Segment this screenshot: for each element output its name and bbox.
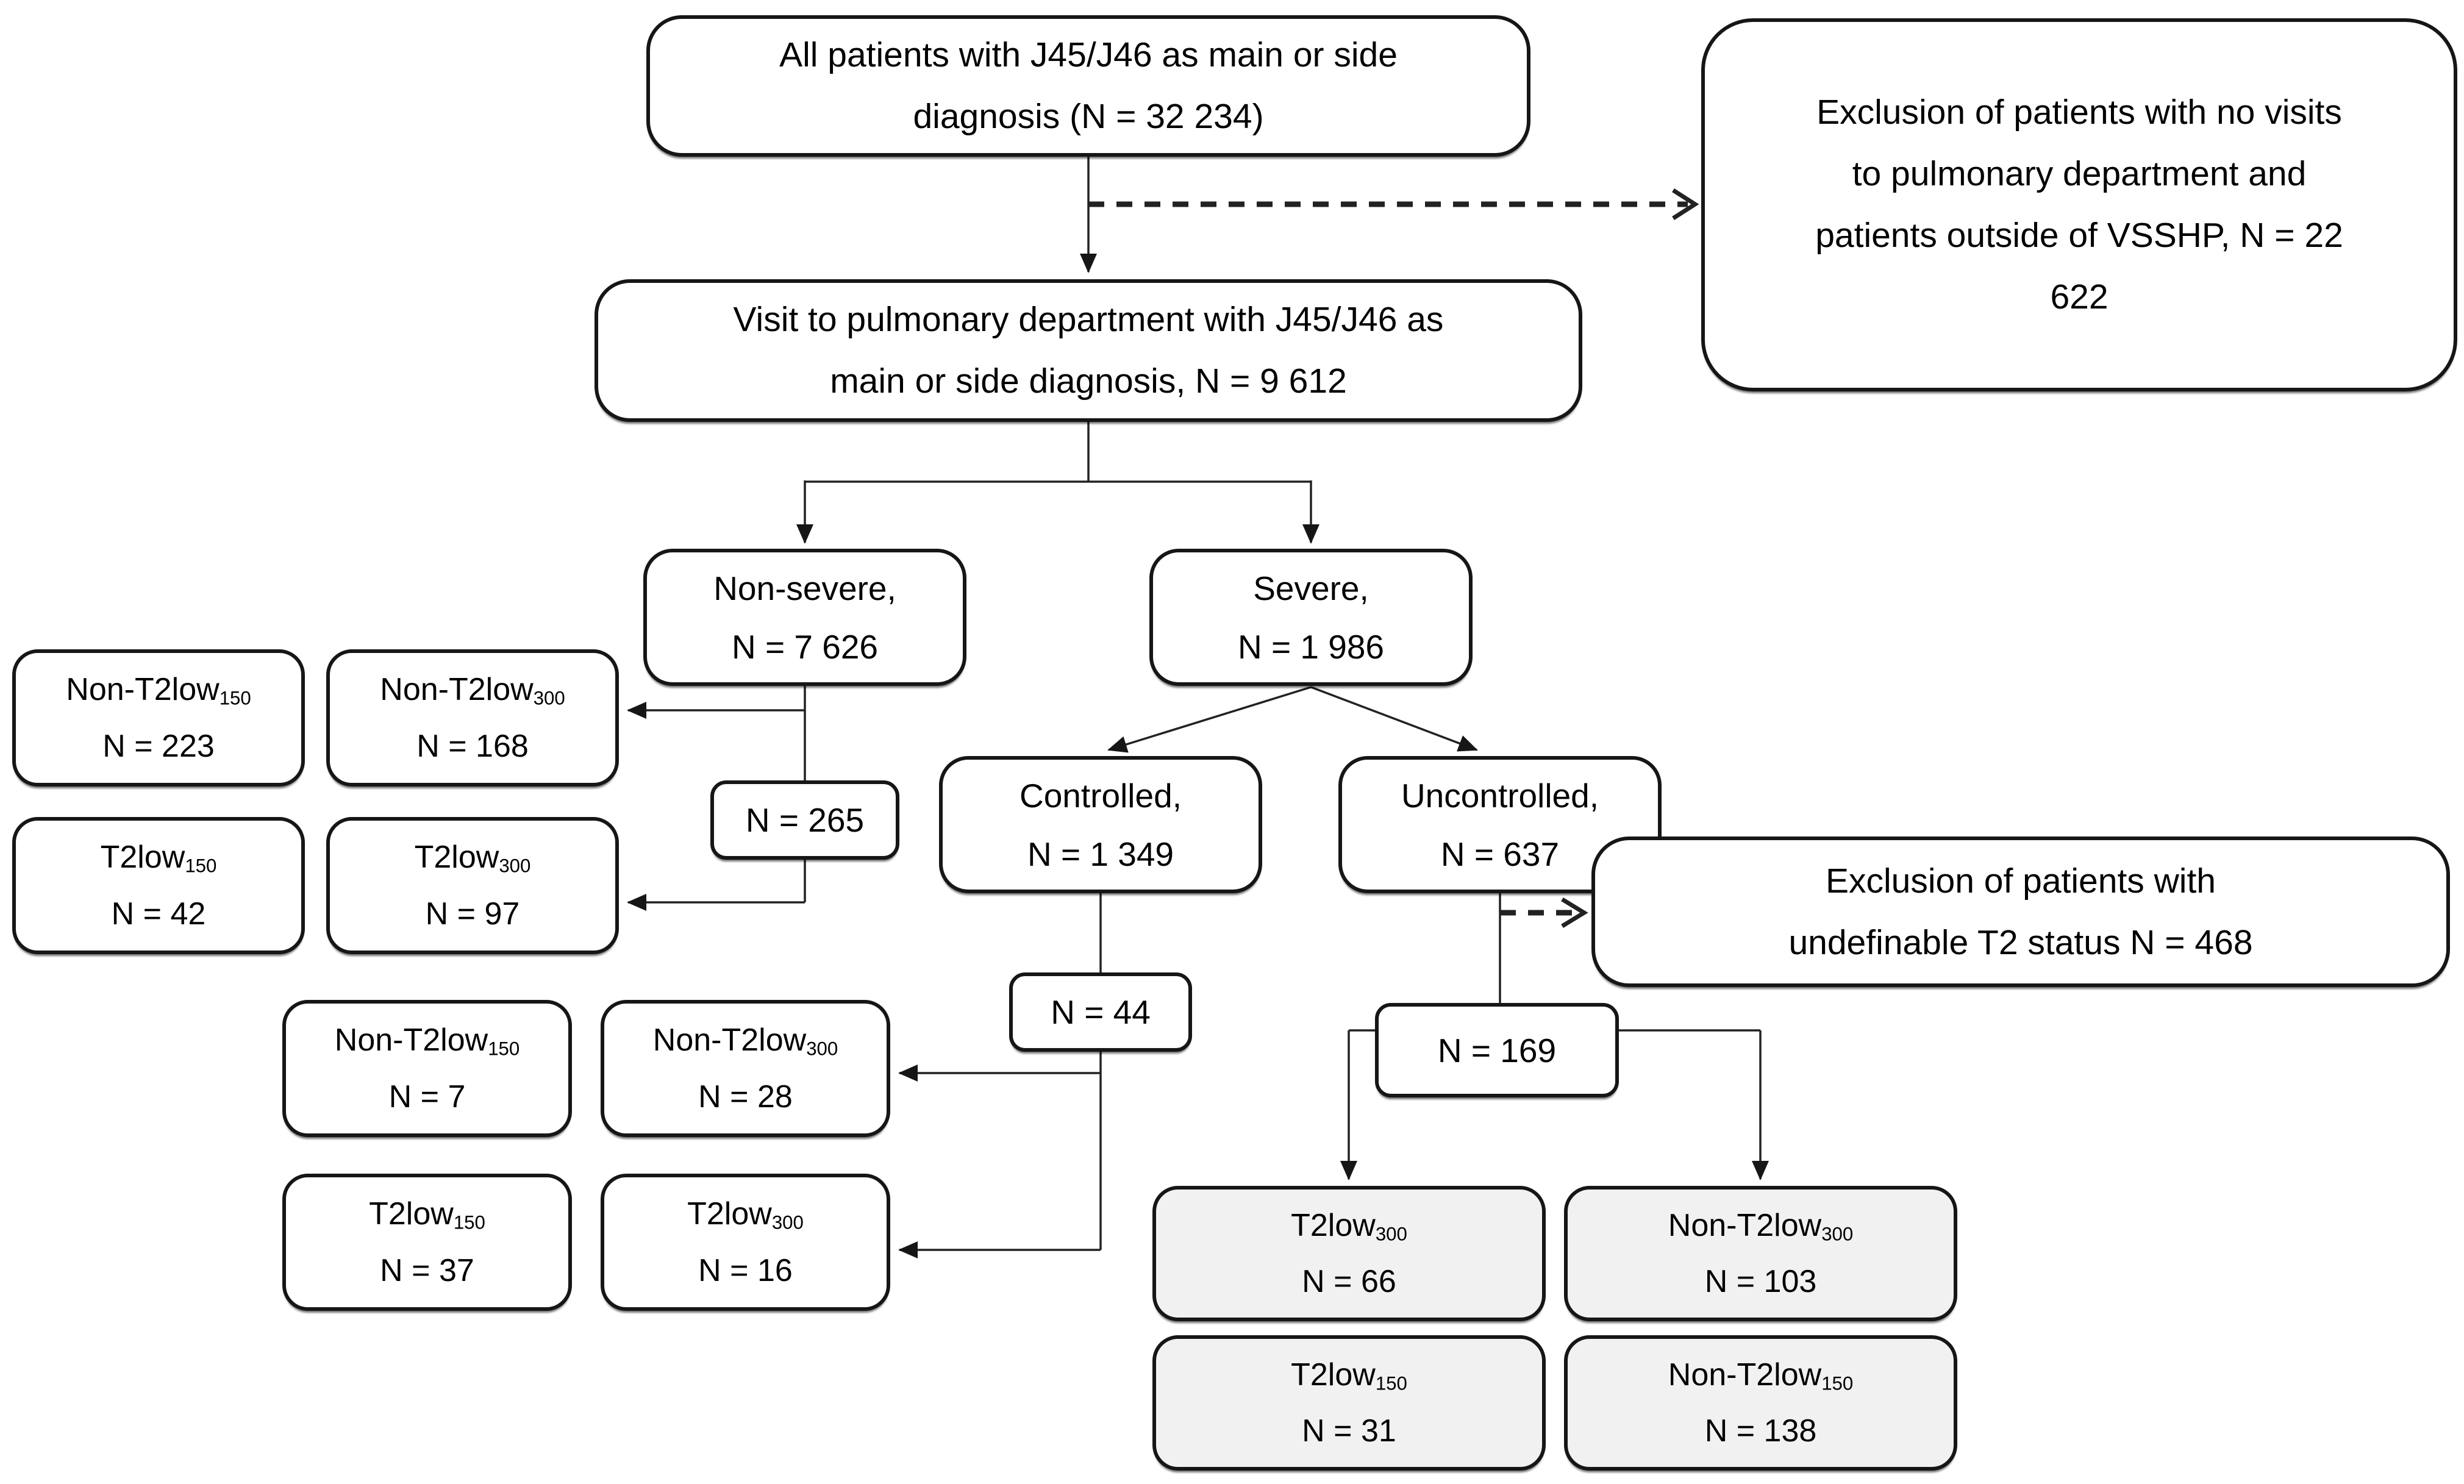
box-u-non-t2low-150: Non-T2low150 N = 138 bbox=[1564, 1335, 1957, 1471]
box-u-non-t2low-150-count: N = 138 bbox=[1704, 1413, 1817, 1449]
box-uncontrolled-line1: Uncontrolled, bbox=[1401, 776, 1599, 815]
connector-to-controlled bbox=[1107, 686, 1312, 753]
box-ns-t2low-300-count: N = 97 bbox=[425, 896, 520, 932]
box-c-non-t2low-150: Non-T2low150 N = 7 bbox=[282, 1000, 572, 1137]
box-ns-non-t2low-150-count: N = 223 bbox=[102, 728, 215, 764]
box-n44: N = 44 bbox=[1009, 972, 1192, 1052]
box-exclusion-t2-status-line2: undefinable T2 status N = 468 bbox=[1788, 922, 2253, 962]
box-ns-t2low-150: T2low150 N = 42 bbox=[12, 817, 305, 954]
box-u-t2low-150-count: N = 31 bbox=[1302, 1413, 1396, 1449]
box-exclusion-t2-status: Exclusion of patients with undefinable T… bbox=[1591, 837, 2450, 987]
box-c-t2low-150: T2low150 N = 37 bbox=[282, 1174, 572, 1311]
box-u-t2low-300: T2low300 N = 66 bbox=[1152, 1186, 1546, 1321]
box-n265-count: N = 265 bbox=[745, 801, 865, 839]
box-u-non-t2low-300-label: Non-T2low300 bbox=[1668, 1207, 1854, 1245]
box-ns-t2low-150-label: T2low150 bbox=[100, 840, 217, 877]
box-n169-count: N = 169 bbox=[1437, 1031, 1557, 1069]
box-ns-non-t2low-150: Non-T2low150 N = 223 bbox=[12, 649, 305, 787]
box-exclusion-no-visits-line3: patients outside of VSSHP, N = 22 bbox=[1815, 216, 2343, 255]
box-ns-non-t2low-300: Non-T2low300 N = 168 bbox=[326, 649, 619, 787]
box-u-t2low-150: T2low150 N = 31 bbox=[1152, 1335, 1546, 1471]
connector-to-uncontrolled bbox=[1310, 686, 1478, 752]
box-c-t2low-300-count: N = 16 bbox=[698, 1252, 793, 1288]
box-all-patients-line2: diagnosis (N = 32 234) bbox=[913, 97, 1264, 136]
box-exclusion-no-visits-line2: to pulmonary department and bbox=[1852, 154, 2307, 193]
box-controlled: Controlled, N = 1 349 bbox=[939, 756, 1262, 893]
box-ns-t2low-300-label: T2low300 bbox=[414, 840, 531, 877]
box-c-non-t2low-300-count: N = 28 bbox=[698, 1079, 793, 1115]
box-visit-pulmonary: Visit to pulmonary department with J45/J… bbox=[595, 279, 1582, 422]
box-u-t2low-300-count: N = 66 bbox=[1302, 1264, 1396, 1300]
box-exclusion-t2-status-line1: Exclusion of patients with bbox=[1826, 861, 2216, 901]
box-non-severe-line1: Non-severe, bbox=[713, 569, 896, 607]
box-u-non-t2low-300-count: N = 103 bbox=[1704, 1264, 1817, 1300]
box-ns-non-t2low-300-count: N = 168 bbox=[416, 728, 529, 764]
box-visit-pulmonary-line2: main or side diagnosis, N = 9 612 bbox=[830, 362, 1347, 401]
arrowhead-open-exclusion-top bbox=[1672, 188, 1699, 220]
box-c-t2low-150-count: N = 37 bbox=[380, 1252, 474, 1288]
box-uncontrolled-line2: N = 637 bbox=[1440, 835, 1560, 873]
box-u-non-t2low-300: Non-T2low300 N = 103 bbox=[1564, 1186, 1957, 1321]
box-ns-t2low-150-count: N = 42 bbox=[111, 896, 206, 932]
box-u-t2low-300-label: T2low300 bbox=[1291, 1207, 1407, 1245]
box-visit-pulmonary-line1: Visit to pulmonary department with J45/J… bbox=[733, 300, 1444, 339]
box-exclusion-no-visits-line1: Exclusion of patients with no visits bbox=[1816, 93, 2342, 132]
box-n169: N = 169 bbox=[1375, 1003, 1619, 1097]
box-all-patients: All patients with J45/J46 as main or sid… bbox=[646, 15, 1530, 157]
box-controlled-line1: Controlled, bbox=[1020, 776, 1182, 815]
box-c-t2low-150-label: T2low150 bbox=[369, 1196, 485, 1233]
arrowhead-open-exclusion-t2 bbox=[1561, 897, 1588, 928]
box-all-patients-line1: All patients with J45/J46 as main or sid… bbox=[779, 35, 1398, 74]
box-controlled-line2: N = 1 349 bbox=[1027, 835, 1174, 873]
box-u-t2low-150-label: T2low150 bbox=[1291, 1357, 1407, 1394]
box-n265: N = 265 bbox=[710, 780, 899, 860]
box-ns-non-t2low-300-label: Non-T2low300 bbox=[380, 672, 565, 709]
box-non-severe-line2: N = 7 626 bbox=[731, 627, 879, 666]
box-exclusion-no-visits-line4: 622 bbox=[2050, 277, 2109, 316]
box-c-non-t2low-300: Non-T2low300 N = 28 bbox=[601, 1000, 890, 1137]
box-n44-count: N = 44 bbox=[1051, 993, 1151, 1031]
box-severe-line1: Severe, bbox=[1253, 569, 1369, 607]
box-exclusion-no-visits: Exclusion of patients with no visits to … bbox=[1701, 18, 2457, 391]
box-u-non-t2low-150-label: Non-T2low150 bbox=[1668, 1357, 1854, 1394]
box-severe-line2: N = 1 986 bbox=[1237, 627, 1385, 666]
box-c-t2low-300-label: T2low300 bbox=[687, 1196, 804, 1233]
box-non-severe: Non-severe, N = 7 626 bbox=[643, 549, 966, 686]
box-severe: Severe, N = 1 986 bbox=[1149, 549, 1473, 686]
box-c-non-t2low-150-count: N = 7 bbox=[388, 1079, 466, 1115]
box-c-t2low-300: T2low300 N = 16 bbox=[601, 1174, 890, 1311]
box-c-non-t2low-150-label: Non-T2low150 bbox=[334, 1022, 520, 1060]
box-ns-t2low-300: T2low300 N = 97 bbox=[326, 817, 619, 954]
box-ns-non-t2low-150-label: Non-T2low150 bbox=[66, 672, 251, 709]
box-c-non-t2low-300-label: Non-T2low300 bbox=[652, 1022, 838, 1060]
